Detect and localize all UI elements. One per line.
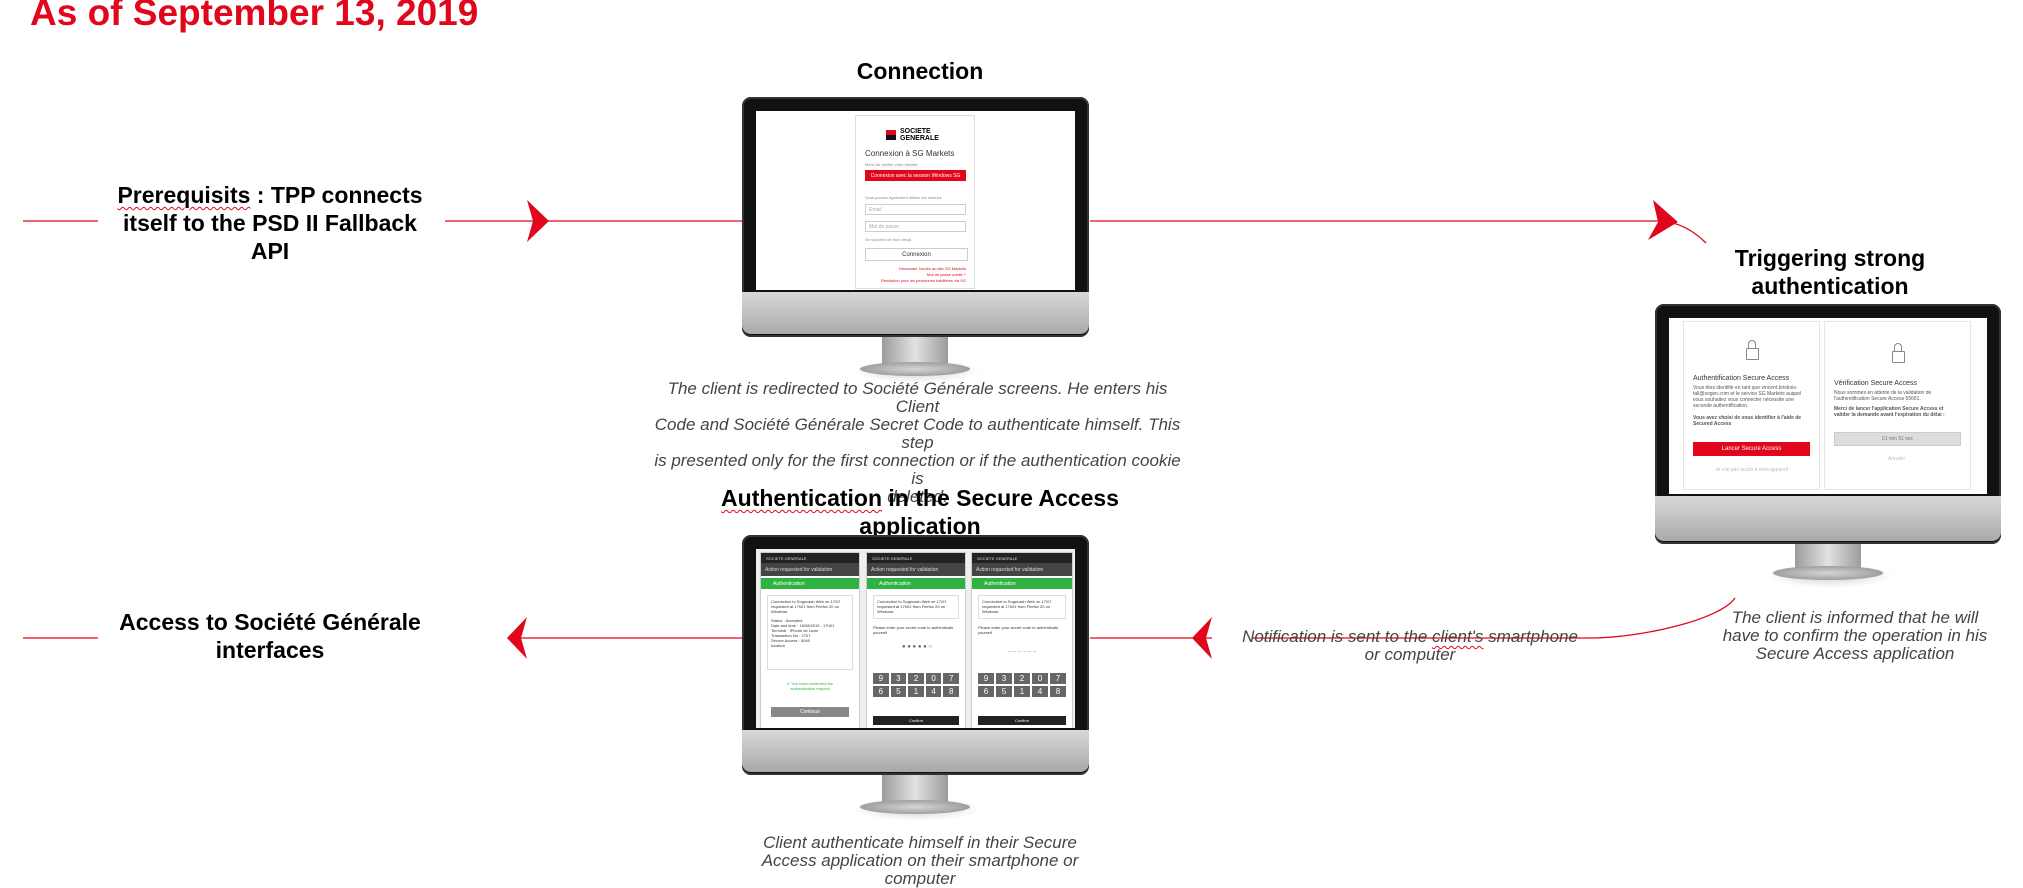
forgot-password-link[interactable]: Mot de passe oublié ? (926, 272, 966, 277)
keypad-key[interactable]: 4 (925, 686, 942, 697)
request-details: Connection to Sogecash Web on 17/07 requ… (767, 595, 853, 670)
right-panel-bold: Merci de lancer l'application Secure Acc… (1834, 406, 1945, 418)
keypad-key[interactable]: 6 (978, 686, 994, 697)
connect-button[interactable]: Connexion (865, 248, 968, 261)
pin-dashes: _ _ _ _ _ _ (1007, 646, 1037, 652)
confirm-button[interactable]: Confirm (873, 716, 959, 725)
arrow-left-icon (1192, 617, 1212, 659)
keypad-key[interactable]: 3 (996, 673, 1012, 684)
request-summary: Connection to Sogecash Web on 17/07 requ… (978, 595, 1066, 619)
keypad-key[interactable]: 1 (1014, 686, 1030, 697)
connection-heading: Connection (856, 58, 984, 84)
prerequisite-text: Prerequisits : TPP connects itself to th… (105, 181, 435, 265)
flow-line-to-triggering (1090, 220, 1707, 244)
keypad-key[interactable]: 1 (908, 686, 924, 697)
secure-access-panel: Authentification Secure Access Vous êtes… (1683, 321, 1820, 490)
arrow-left-icon (507, 617, 527, 659)
login-hint: Merci de vérifier votre identité (865, 162, 918, 167)
keypad-key[interactable]: 2 (908, 673, 924, 684)
right-panel-title: Vérification Secure Access (1834, 380, 1917, 387)
authentication-heading: Authentication in the Secure Access appl… (721, 485, 1119, 539)
phone-confirmed: SOCIETE GENERALE Action requested for va… (760, 552, 860, 728)
cancel-link[interactable]: Annuler (1887, 456, 1906, 462)
left-panel-text: Vous êtes identifié en tant que vincent.… (1693, 385, 1802, 409)
windows-session-button[interactable]: Connexion avec la session Windows SG (865, 170, 966, 181)
keypad-key[interactable]: 0 (1032, 673, 1048, 684)
triggering-screen: Authentification Secure Access Vous êtes… (1669, 318, 1987, 494)
keypad-key[interactable]: 7 (943, 673, 959, 684)
auth-banner: Authentication (867, 578, 965, 589)
left-panel-title: Authentification Secure Access (1693, 375, 1790, 382)
arrow-right-icon (527, 200, 549, 242)
arrow-right-icon (1648, 200, 1678, 240)
phone-pin-entry: SOCIETE GENERALE Action requested for va… (866, 552, 966, 728)
triggering-heading: Triggering strong authentication (1734, 245, 1926, 299)
page-title: As of September 13, 2019 (30, 0, 479, 33)
password-input[interactable]: Mot de passe (865, 221, 966, 232)
keypad-key[interactable]: 5 (996, 686, 1012, 697)
keypad-key[interactable]: 6 (873, 686, 889, 697)
auth-banner: Authentication (761, 578, 859, 589)
notification-word: client's (1432, 627, 1484, 646)
secret-prompt: Please enter your secret code to authent… (873, 625, 954, 635)
secret-prompt: Please enter your secret code to authent… (978, 625, 1059, 635)
prerequisite-line2: itself to the PSD II Fallback (123, 210, 417, 236)
launch-secure-access-button[interactable]: Lancer Secure Access (1693, 442, 1810, 456)
authentication-word: Authentication (721, 485, 883, 511)
keypad-key[interactable]: 8 (943, 686, 959, 697)
connection-description: The client is redirected to Société Géné… (654, 379, 1181, 506)
pin-dots: ● ● ● ● ● ○ (901, 644, 933, 650)
flow-line-from-triggering (1589, 597, 1736, 639)
keypad-key[interactable]: 3 (890, 673, 907, 684)
prerequisite-line1: : TPP connects (250, 182, 423, 208)
keypad-key[interactable]: 4 (1032, 686, 1048, 697)
countdown-timer: 01 min 51 sec (1834, 432, 1961, 446)
keypad-key[interactable]: 9 (978, 673, 994, 684)
verification-panel: Vérification Secure Access Nous sommes e… (1824, 321, 1971, 490)
continue-button[interactable]: Continue (771, 707, 849, 717)
notification-text: Notification is sent to the client's sma… (1242, 627, 1578, 664)
right-panel-text: Nous sommes en attente de la validation … (1834, 390, 1932, 402)
confirm-button[interactable]: Confirm (978, 716, 1066, 725)
access-heading: Access to Société Générale interfaces (119, 609, 421, 663)
lock-icon (1892, 343, 1905, 363)
keypad: 9 3 2 0 7 6 5 1 4 8 (978, 673, 1066, 697)
prerequisite-line3: API (250, 238, 290, 264)
phone-pin-empty: SOCIETE GENERALE Action requested for va… (971, 552, 1073, 728)
left-panel-bold: Vous avez choisi de vous identifier à l'… (1693, 415, 1802, 427)
keypad-key[interactable]: 9 (873, 673, 889, 684)
keypad-key[interactable]: 7 (1050, 673, 1066, 684)
alt-hint: Vous pouvez également utiliser les champ… (865, 195, 942, 200)
resolution-link[interactable]: Résolution pour les personnes habilitées… (880, 278, 966, 283)
authentication-description: Client authenticate himself in their Sec… (761, 833, 1079, 888)
email-input[interactable]: Email (865, 204, 966, 215)
login-title: Connexion à SG Markets (865, 149, 955, 158)
monitor-triggering: Authentification Secure Access Vous êtes… (1655, 304, 2001, 594)
request-summary: Connection to Sogecash Web on 17/07 requ… (873, 595, 959, 619)
auth-banner: Authentication (972, 578, 1072, 589)
remember-checkbox[interactable]: Se souvenir de mon email (865, 237, 912, 242)
monitor-authentication: SOCIETE GENERALE Action requested for va… (742, 535, 1089, 825)
keypad-key[interactable]: 8 (1050, 686, 1066, 697)
confirmed-message: ✔ You have confirmed the authentication … (786, 681, 834, 691)
keypad: 9 3 2 0 7 6 5 1 4 8 (873, 673, 959, 697)
keypad-key[interactable]: 5 (890, 686, 907, 697)
authentication-screen: SOCIETE GENERALE Action requested for va… (756, 549, 1075, 728)
keypad-key[interactable]: 2 (1014, 673, 1030, 684)
lock-icon (1746, 340, 1759, 360)
keypad-key[interactable]: 0 (925, 673, 942, 684)
sg-logo-icon (886, 130, 896, 140)
triggering-description: The client is informed that he will have… (1722, 608, 1988, 663)
no-device-link[interactable]: Je n'ai pas accès à mon appareil (1715, 467, 1788, 473)
access-request-link[interactable]: Demander l'accès au site SG Markets (898, 266, 966, 271)
prerequisite-word: Prerequisits (117, 182, 251, 208)
